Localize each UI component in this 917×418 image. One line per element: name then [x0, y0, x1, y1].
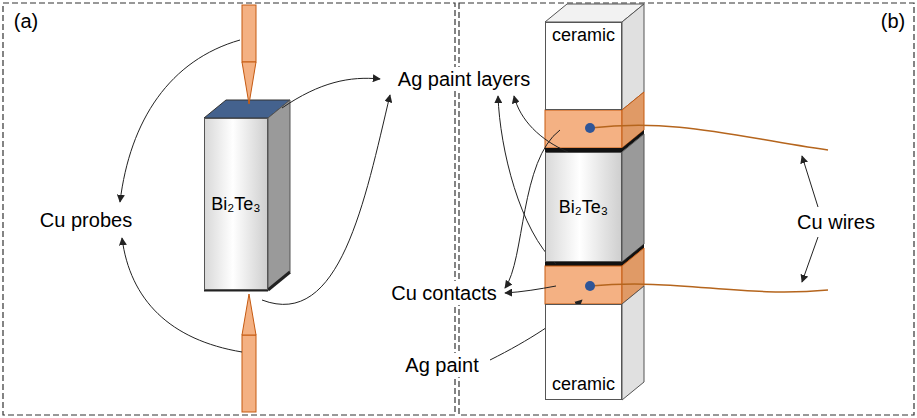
part-label: Ag paint layers	[396, 67, 532, 91]
leader-lines	[120, 40, 818, 360]
part-label: Cu wires	[795, 210, 877, 234]
part-label: Cu probes	[38, 208, 134, 232]
part-name: ceramic	[552, 374, 615, 395]
material-block: Bi₂Te₃	[204, 118, 268, 290]
block-side-face	[268, 100, 290, 290]
part-name: Bi₂Te₃	[211, 194, 260, 215]
ceramic-block: ceramic	[545, 304, 622, 400]
part-name: ceramic	[552, 25, 615, 46]
panel-frame	[3, 3, 455, 415]
cu-wire	[590, 125, 828, 150]
panel-letter: (a)	[12, 9, 40, 33]
ag-paint-dot	[585, 123, 595, 133]
part-label: Cu contacts	[389, 281, 499, 305]
ag-paint-dot	[585, 281, 595, 291]
cu-wire	[590, 284, 828, 292]
ag-paint-layer	[545, 262, 622, 266]
panel-letter: (b)	[879, 9, 907, 33]
ceramic-block: ceramic	[545, 22, 622, 110]
ceramic-side-face	[622, 286, 644, 400]
cu-contact	[545, 110, 622, 148]
block-side-face	[622, 134, 644, 262]
part-name: Bi₂Te₃	[559, 197, 608, 218]
panel-frame	[459, 3, 914, 415]
material-block: Bi₂Te₃	[545, 152, 622, 262]
ag-paint-bottom-layer	[268, 272, 290, 290]
part-label: Ag paint	[403, 353, 480, 377]
